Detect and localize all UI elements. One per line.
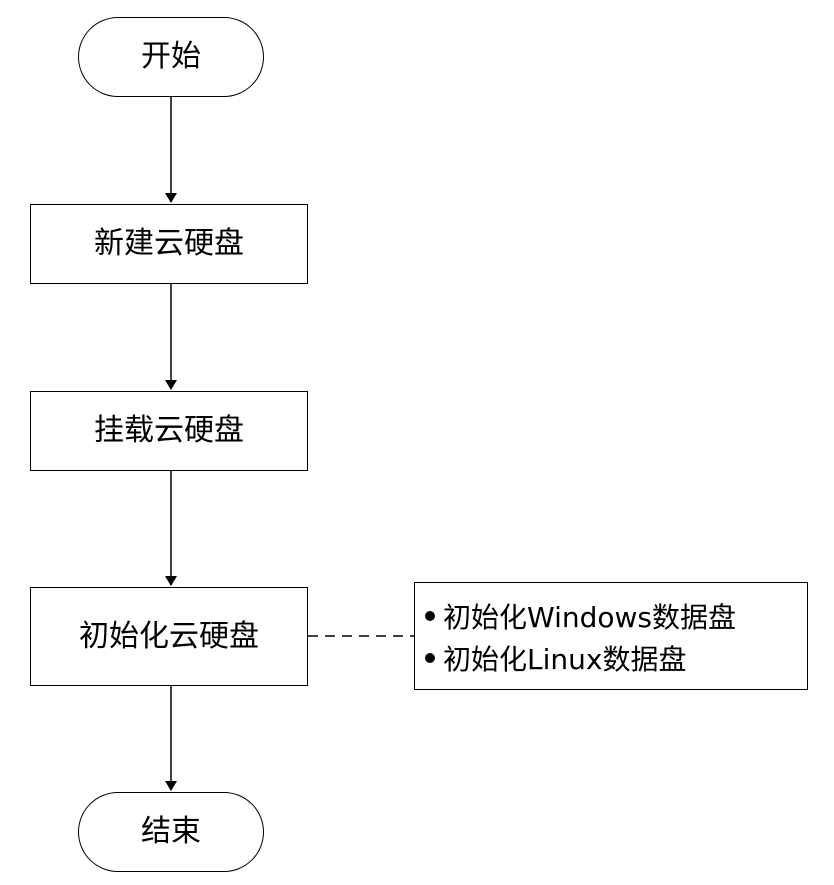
note-item-linux: 初始化Linux数据盘 bbox=[425, 637, 807, 679]
step-attach-disk: 挂载云硬盘 bbox=[30, 391, 308, 471]
bullet-icon bbox=[425, 611, 435, 621]
note-item-windows-label: 初始化Windows数据盘 bbox=[443, 601, 736, 634]
step-attach-disk-label: 挂载云硬盘 bbox=[94, 413, 244, 448]
start-label: 开始 bbox=[141, 39, 201, 74]
init-options-note: 初始化Windows数据盘 初始化Linux数据盘 bbox=[414, 582, 808, 690]
start-terminal: 开始 bbox=[78, 17, 264, 97]
step-init-disk-label: 初始化云硬盘 bbox=[79, 618, 259, 654]
step-init-disk: 初始化云硬盘 bbox=[30, 587, 308, 686]
note-item-linux-label: 初始化Linux数据盘 bbox=[443, 643, 687, 676]
end-label: 结束 bbox=[141, 814, 201, 849]
bullet-icon bbox=[425, 653, 435, 663]
end-terminal: 结束 bbox=[78, 792, 264, 872]
note-item-windows: 初始化Windows数据盘 bbox=[425, 595, 807, 637]
step-create-disk-label: 新建云硬盘 bbox=[94, 226, 244, 261]
step-create-disk: 新建云硬盘 bbox=[30, 204, 308, 284]
